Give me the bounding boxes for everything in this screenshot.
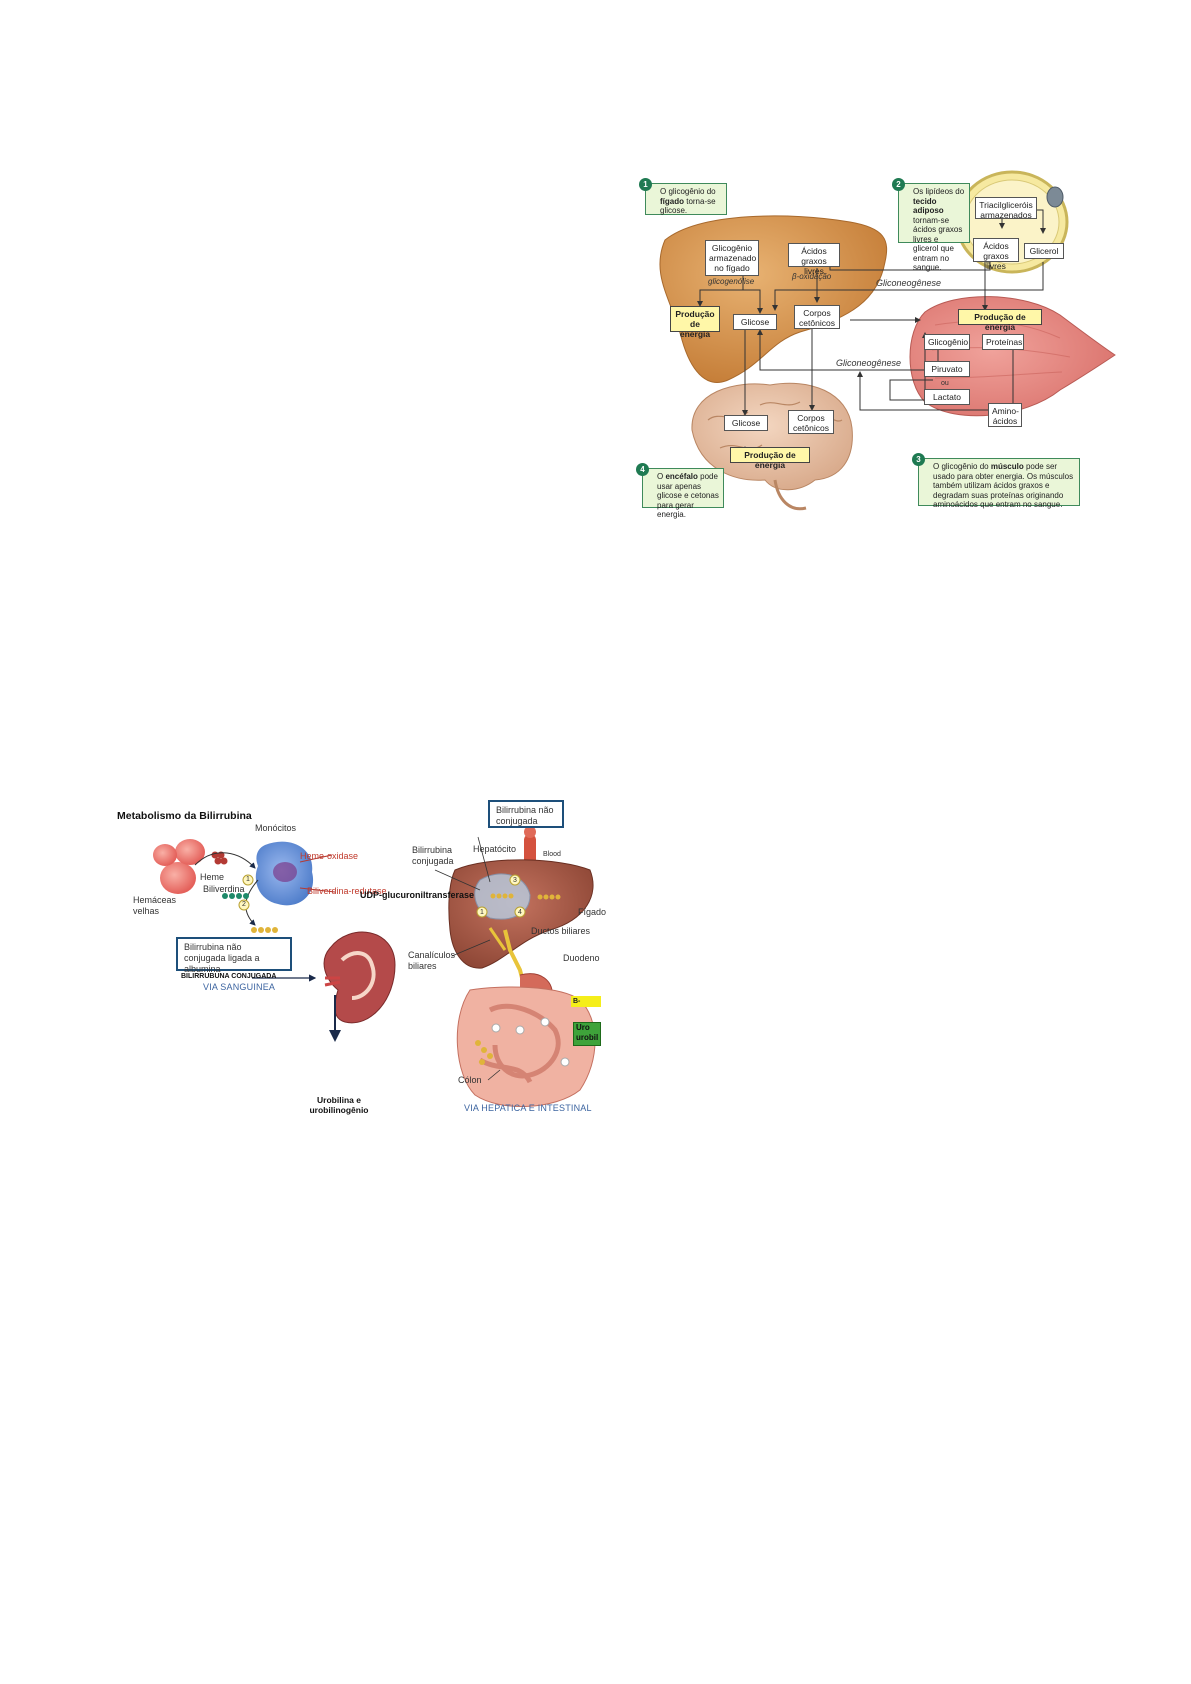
- label-heme: Heme: [200, 872, 225, 882]
- note-text: tornam-se ácidos graxos livres e glicero…: [913, 215, 963, 273]
- box-unconj-albumin: Bilirrubina não conjugada ligada a album…: [176, 937, 292, 974]
- label-monocytes: Monócitos: [255, 823, 297, 833]
- label-liver-step-1: 1: [480, 909, 484, 916]
- note-text: Os lipídeos do: [913, 187, 965, 196]
- label-colon: Cólon: [458, 1075, 482, 1085]
- box-pyruvate: Piruvato: [924, 361, 970, 377]
- rbc-shape: [153, 844, 177, 866]
- step-badge: 2: [892, 178, 905, 191]
- note-text: O glicogênio do: [660, 187, 716, 196]
- step-badge: 1: [639, 178, 652, 191]
- note-muscle: 3 O glicogênio do músculo pode ser usado…: [912, 453, 1080, 509]
- label-biliverdin-reductase: Biliverdina-redutase: [307, 886, 387, 896]
- bilirubin-diagram: Metabolismo da Bilirrubina Monócitos Hem…: [0, 800, 1191, 1130]
- uro-text-1: Uro: [576, 1023, 590, 1032]
- box-energy-muscle: Produção de energia: [958, 309, 1042, 332]
- rbc-shape: [160, 862, 196, 894]
- box-ketones-brain: Corpos cetônicos: [788, 410, 834, 434]
- label-blood: Blood: [543, 851, 561, 858]
- step-badge: 3: [912, 453, 925, 466]
- label-glycogenolysis: glicogenólise: [708, 277, 755, 286]
- box-energy-brain: Produção de energia: [730, 447, 810, 470]
- note-bold: músculo: [990, 462, 1024, 471]
- box-triglycerides: Triacilgliceróis armazenados: [975, 197, 1037, 220]
- step-badge: 4: [636, 463, 649, 476]
- note-bold: encéfalo: [665, 472, 698, 481]
- note-text: pode usar apenas glicose e cetonas para …: [657, 472, 719, 519]
- label-udp: UDP-glucuroniltransferase: [360, 890, 475, 900]
- label-gluconeogenesis-top: Gliconeogênese: [876, 278, 942, 288]
- note-brain: 4 O encéfalo pode usar apenas glicose e …: [636, 463, 724, 519]
- label-beta-oxidation: β-oxidação: [792, 272, 832, 281]
- label-or: ou: [941, 380, 949, 387]
- label-blood-route: VIA SANGUINEA: [203, 982, 276, 992]
- note-text: pode ser usado para obter energia. Os mú…: [933, 462, 1074, 509]
- note-liver: 1 O glicogênio do fígado torna-se glicos…: [639, 178, 727, 216]
- box-fatty-acids-adipose: Ácidos graxos livres: [973, 238, 1019, 271]
- label-old-rbc: Hemáceas velhas: [133, 895, 177, 916]
- box-glucose-liver: Glicose: [733, 314, 777, 330]
- label-step-1: 1: [246, 876, 250, 883]
- bilirubin-illustration: [153, 813, 596, 1107]
- note-text: O glicogênio do: [933, 462, 991, 471]
- note-text: O: [657, 472, 666, 481]
- label-liver-step-4: 4: [518, 909, 522, 916]
- box-ketones-liver: Corpos cetônicos: [794, 305, 840, 329]
- box-proteins: Proteínas: [982, 334, 1024, 350]
- box-lactate: Lactato: [924, 389, 970, 405]
- label-conj-kidney: BILIRRUBUNA CONJUGADA: [181, 973, 277, 980]
- box-glucose-brain: Glicose: [724, 415, 768, 431]
- energy-diagram: 1 O glicogênio do fígado torna-se glicos…: [0, 0, 1191, 560]
- box-fatty-acids: Ácidos graxos livres: [788, 243, 840, 276]
- label-conj: Bilirrubina conjugada: [412, 845, 454, 866]
- label-hepatic-route: VIA HEPATICA E INTESTINAL: [464, 1103, 592, 1113]
- label-heme-oxidase: Heme-oxidase: [300, 851, 359, 861]
- label-duodenum: Duodeno: [563, 953, 600, 963]
- box-amino-acids: Amino-ácidos: [988, 403, 1022, 427]
- label-gluconeogenesis-mid: Gliconeogênese: [836, 358, 902, 368]
- box-energy-liver: Produção de energia: [670, 306, 720, 339]
- box-glycogen-liver: Glicogênio armazenado no fígado: [705, 240, 759, 276]
- label-liver: Fígado: [578, 907, 607, 917]
- label-step-2: 2: [242, 901, 246, 908]
- label-hepatocyte: Hepatócito: [473, 844, 517, 854]
- box-glycogen-muscle: Glicogênio: [924, 334, 970, 350]
- bilirubin-title: Metabolismo da Bilirrubina: [117, 810, 252, 822]
- note-adipose: 2 Os lipídeos do tecido adiposo tornam-s…: [892, 178, 970, 272]
- label-canaliculi: Canalículos biliares: [408, 950, 456, 971]
- note-bold: fígado: [660, 196, 684, 206]
- note-bold: tecido adiposo: [913, 196, 944, 216]
- box-unconj-top: Bilirrubina não conjugada: [488, 800, 564, 828]
- label-biliverdin: Biliverdina: [203, 884, 245, 894]
- note-text: torna-se glicose.: [660, 196, 716, 216]
- label-urobilin: Urobilina e urobilinogênio: [309, 1095, 369, 1115]
- label-bile-ducts: Ductos biliares: [531, 926, 591, 936]
- rbc-shape: [175, 839, 205, 865]
- box-glycerol: Glicerol: [1024, 243, 1064, 259]
- uro-text-2: urobil: [576, 1033, 599, 1042]
- box-urobilinogen: Uro urobil: [573, 1022, 601, 1046]
- label-liver-step-3: 3: [513, 877, 517, 884]
- box-beta-glucuronidase: B-GLICU: [571, 996, 601, 1007]
